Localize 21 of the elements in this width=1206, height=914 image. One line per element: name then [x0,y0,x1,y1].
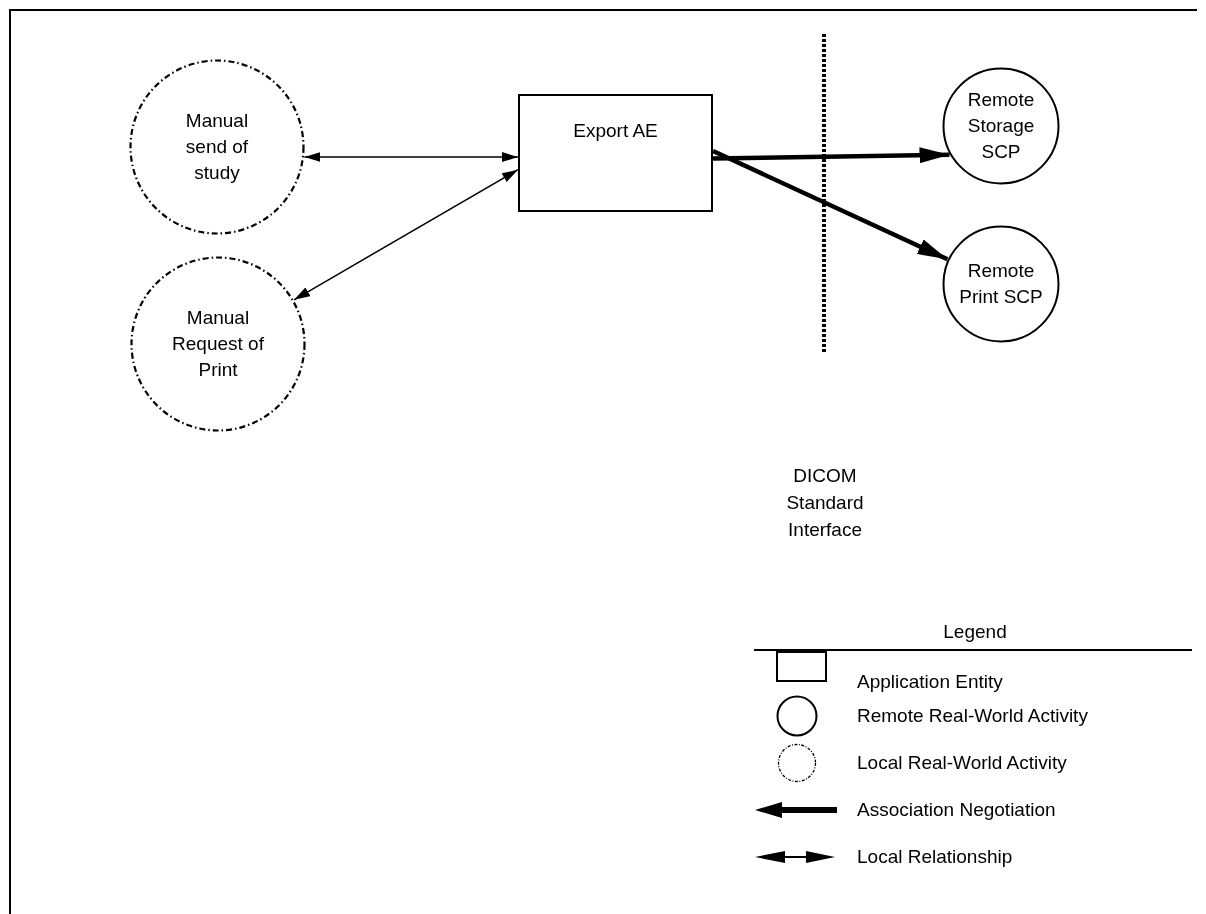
arrow [712,147,950,164]
arrow [712,148,949,262]
arrow [293,168,519,301]
legend-text: Local Real-World Activity [857,751,1067,775]
boundary-label: DICOM Standard Interface [785,464,865,542]
local-activity-circle [130,256,306,432]
remote-activity-circle [942,225,1060,343]
node-label: Remote Storage SCP [966,88,1036,164]
remote-activity-circle [942,67,1060,185]
arrow [303,152,519,162]
legend-text: Application Entity [857,670,1003,694]
node-label: Export AE [572,119,659,143]
legend-text: Remote Real-World Activity [857,704,1088,728]
legend-text: Local Relationship [857,845,1013,869]
local-activity-circle [129,59,305,235]
node-label: Manual send of study [184,109,250,185]
legend-title: Legend [942,620,1008,644]
node-label: Manual Request of Print [171,306,265,382]
legend-text: Association Negotiation [857,798,1056,822]
node-label: Remote Print SCP [958,259,1044,309]
application-entity-box [518,94,713,212]
